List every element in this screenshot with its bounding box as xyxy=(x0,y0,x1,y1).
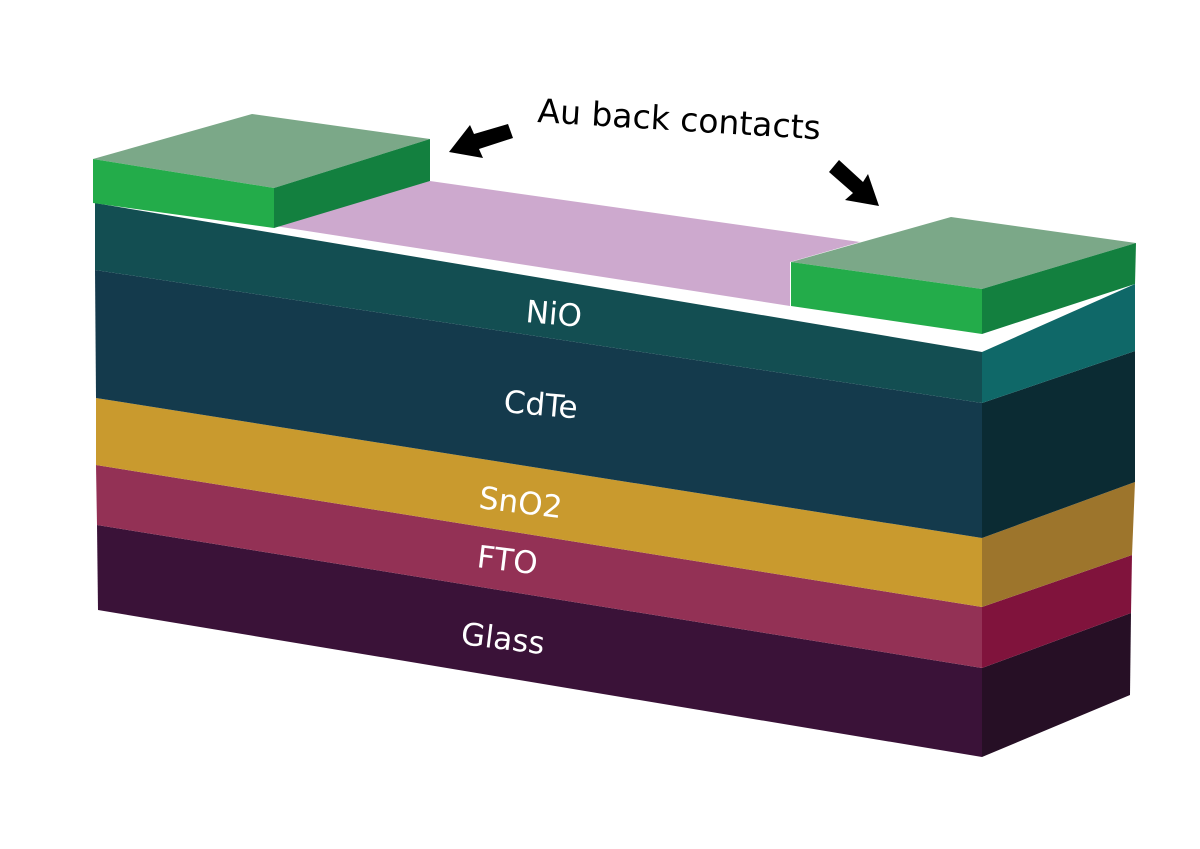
fto-layer-front xyxy=(96,465,982,668)
au-contact-left-front xyxy=(93,159,274,228)
arrow-right-icon xyxy=(829,160,879,206)
au-contact-right-top xyxy=(791,217,1136,289)
sno2-layer-side xyxy=(982,482,1135,607)
cdte-layer-side xyxy=(982,351,1135,538)
au-contact-right-side xyxy=(982,243,1136,334)
side-faces xyxy=(982,284,1135,757)
au-contact-left xyxy=(93,114,430,228)
au-contact-right xyxy=(791,217,1136,334)
front-faces xyxy=(95,203,982,757)
sno2-layer-front xyxy=(96,398,982,607)
au-contact-left-top xyxy=(93,114,430,188)
cdte-label: CdTe xyxy=(502,384,579,426)
nio-label: NiO xyxy=(524,294,583,335)
glass-layer-side xyxy=(982,613,1131,757)
nio-layer-side xyxy=(982,284,1135,403)
au-back-contacts-label: Au back contacts xyxy=(537,91,822,147)
right-contact-arrow xyxy=(829,160,879,206)
fto-label: FTO xyxy=(475,539,540,582)
glass-layer-front xyxy=(97,525,982,757)
fto-layer-side xyxy=(982,555,1132,668)
left-contact-arrow xyxy=(449,124,513,158)
cdte-layer-front xyxy=(95,270,982,538)
au-contact-right-front xyxy=(791,262,982,334)
nio-layer-top xyxy=(275,181,860,306)
nio-layer-front xyxy=(95,203,982,403)
arrow-left-icon xyxy=(449,124,513,158)
au-contact-left-side xyxy=(274,139,430,228)
